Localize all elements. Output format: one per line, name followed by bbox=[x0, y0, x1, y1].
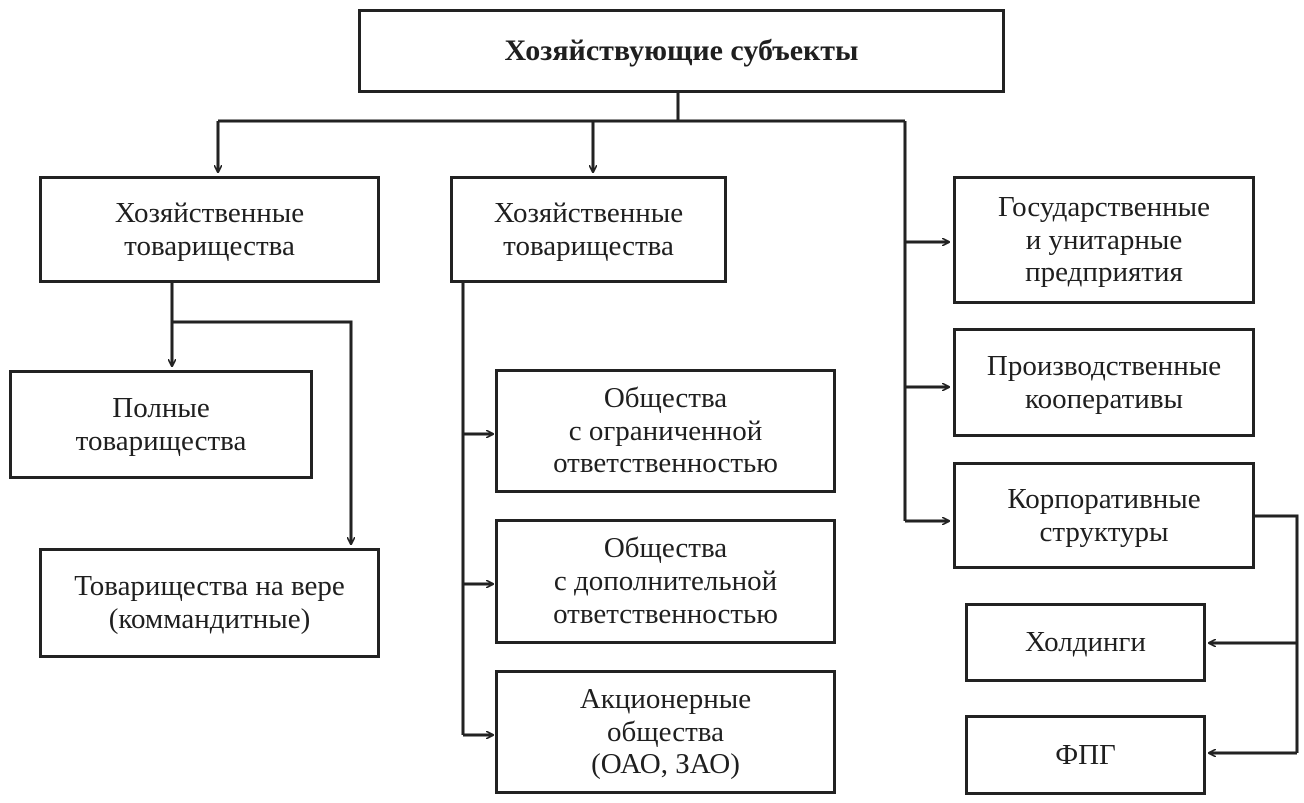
corporate-structures-node: Корпоративные структуры bbox=[953, 462, 1255, 569]
node-line: и унитарные bbox=[1025, 223, 1183, 256]
root-node: Хозяйствующие субъекты bbox=[358, 9, 1005, 93]
node-line: Производственные bbox=[986, 349, 1222, 382]
node-line: Общества bbox=[603, 381, 728, 414]
node-line: Государственные bbox=[997, 190, 1211, 223]
root-label: Хозяйствующие субъекты bbox=[504, 34, 859, 68]
fpg-node: ФПГ bbox=[965, 715, 1206, 795]
cooperatives-node: Производственные кооперативы bbox=[953, 328, 1255, 437]
full-partnerships-node: Полные товарищества bbox=[9, 370, 313, 479]
corporate-trunk-line bbox=[1255, 514, 1299, 753]
node-line: кооперативы bbox=[1025, 382, 1183, 415]
node-line: товарищества bbox=[75, 424, 247, 457]
holdings-node: Холдинги bbox=[965, 603, 1206, 682]
left-head-node: Хозяйственные товарищества bbox=[39, 176, 380, 283]
node-line: Хозяйственные bbox=[493, 196, 684, 229]
node-line: ответственностью bbox=[553, 447, 778, 480]
llc-node: Общества с ограниченной ответственностью bbox=[495, 369, 836, 493]
node-line: общества bbox=[607, 715, 724, 748]
middle-head-node: Хозяйственные товарищества bbox=[450, 176, 727, 283]
node-line: (ОАО, ЗАО) bbox=[591, 748, 740, 781]
node-line: товарищества bbox=[503, 229, 674, 262]
arrow-to-limited-partnerships bbox=[172, 320, 351, 544]
node-line: Общества bbox=[603, 532, 728, 565]
alc-node: Общества с дополнительной ответственност… bbox=[495, 519, 836, 644]
limited-partnerships-node: Товарищества на вере (коммандитные) bbox=[39, 548, 380, 658]
node-line: ФПГ bbox=[1055, 738, 1116, 771]
node-line: структуры bbox=[1039, 515, 1169, 548]
node-line: Товарищества на вере bbox=[74, 570, 345, 603]
node-line: Акционерные bbox=[579, 682, 752, 715]
state-enterprises-node: Государственные и унитарные предприятия bbox=[953, 176, 1255, 304]
node-line: Корпоративные bbox=[1007, 482, 1201, 515]
jsc-node: Акционерные общества (ОАО, ЗАО) bbox=[495, 670, 836, 794]
node-line: предприятия bbox=[1025, 256, 1183, 289]
node-line: (коммандитные) bbox=[108, 603, 311, 635]
node-line: ответственностью bbox=[553, 597, 778, 630]
node-line: Полные bbox=[112, 391, 210, 424]
node-line: Хозяйственные bbox=[114, 196, 305, 229]
node-line: с ограниченной bbox=[568, 414, 763, 447]
node-line: Холдинги bbox=[1025, 626, 1146, 659]
node-line: с дополнительной bbox=[553, 565, 778, 598]
node-line: товарищества bbox=[124, 229, 295, 262]
